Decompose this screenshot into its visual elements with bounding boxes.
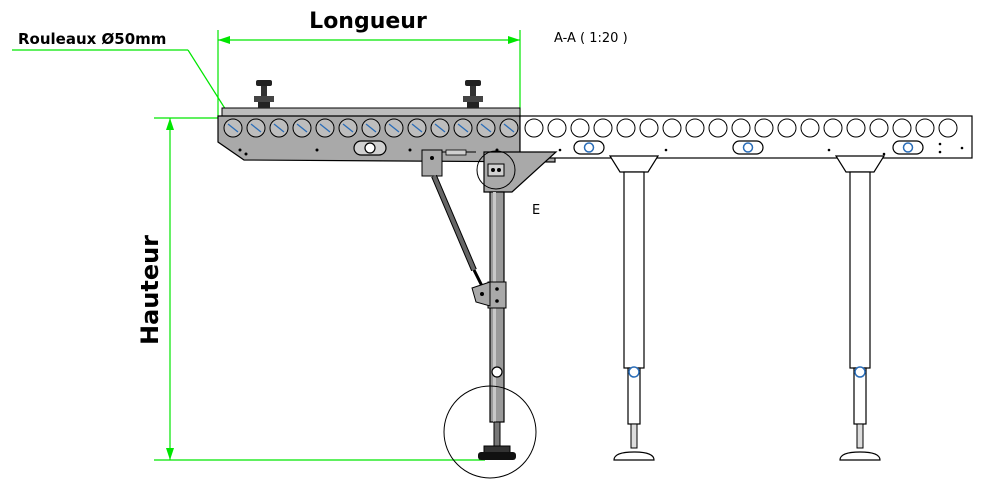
clamp-knob-icon <box>463 80 483 108</box>
roller-callout-label: Rouleaux Ø50mm <box>18 30 166 48</box>
detail-marker-label: E <box>532 203 540 218</box>
detail-circle-icon <box>443 385 537 479</box>
grey-conveyor-section <box>217 80 556 163</box>
frame-slot <box>573 140 605 155</box>
grey-rollers <box>223 118 519 138</box>
frame-slot <box>732 140 764 155</box>
frame-slot <box>353 140 387 156</box>
leg-stand-icon <box>608 155 660 461</box>
frame-slot <box>892 140 924 155</box>
pivot-leg-assembly <box>443 150 558 479</box>
height-dimension: Hauteur <box>136 117 485 461</box>
clamp-knob-icon <box>254 80 274 108</box>
leg-stand-icon <box>834 155 886 461</box>
length-label: Longueur <box>309 9 427 34</box>
white-rollers <box>524 118 958 138</box>
gas-spring-icon <box>421 149 491 307</box>
detail-circle-icon <box>476 150 516 190</box>
section-view-label: A-A ( 1:20 ) <box>554 31 628 46</box>
roller-callout: Rouleaux Ø50mm <box>12 30 238 128</box>
length-dimension: Longueur <box>217 9 521 118</box>
white-conveyor-section <box>519 115 973 159</box>
height-label: Hauteur <box>136 235 164 345</box>
